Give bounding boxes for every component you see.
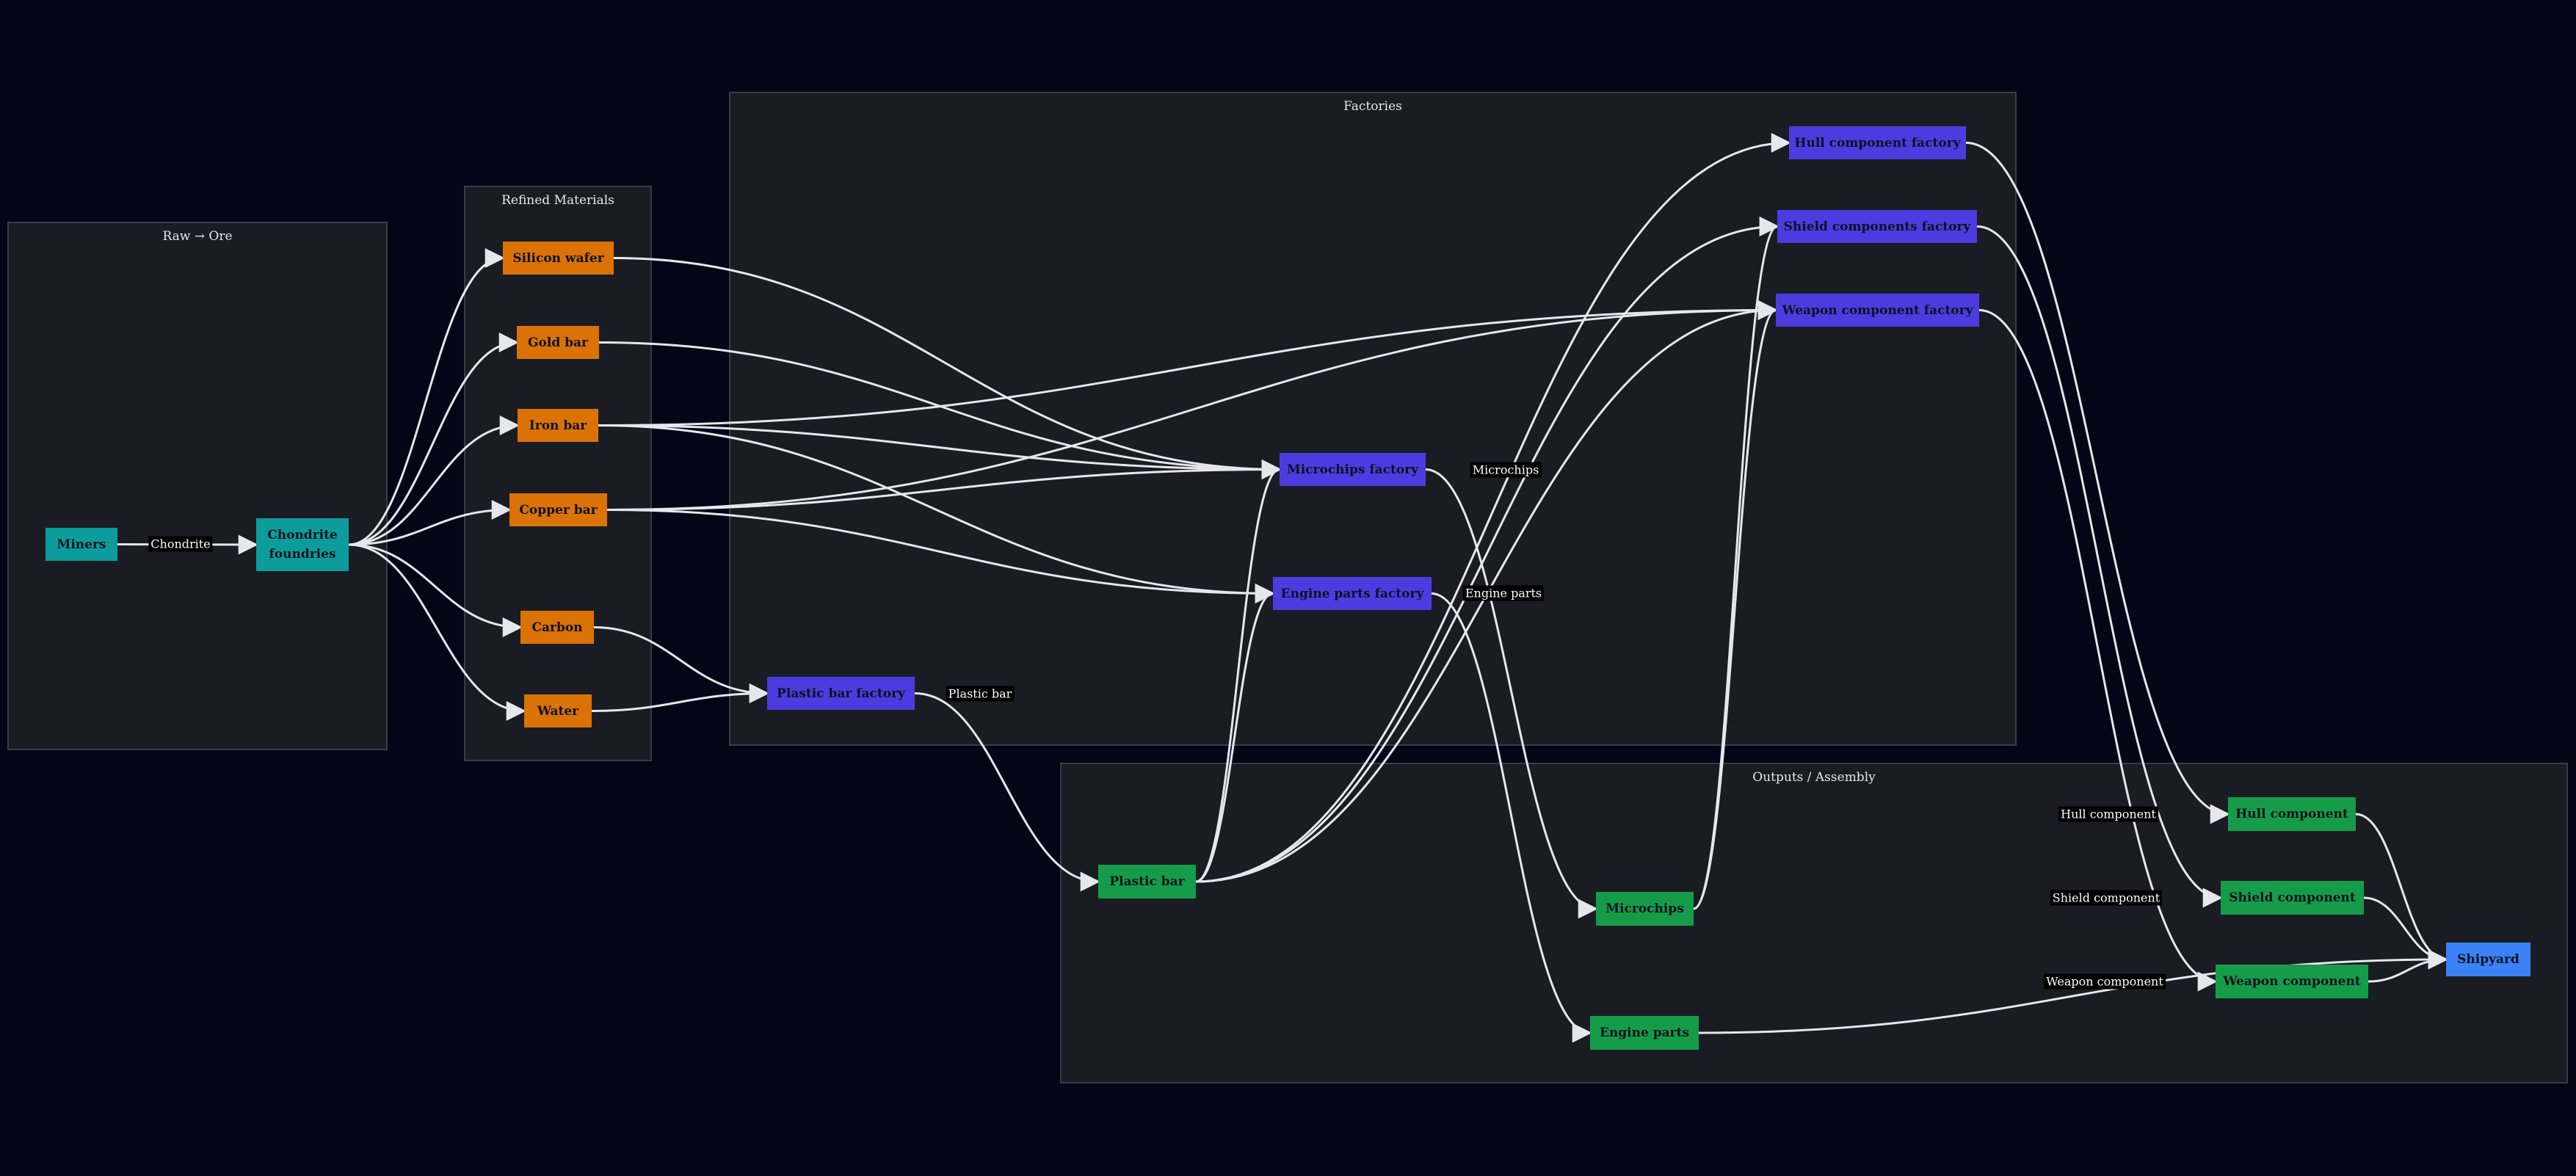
node-gold-bar[interactable]: Gold bar	[517, 326, 599, 359]
edge-label-plastic-bar: Plastic bar	[946, 686, 1015, 702]
edge-shield-component-to-shipyard	[2363, 896, 2448, 970]
edge-hull-component-factory-to-hull-component	[1965, 142, 2230, 824]
node-label: Silicon wafer	[512, 250, 604, 266]
edge-iron-bar-to-engine-parts-factory	[598, 424, 1275, 603]
node-weapon-component[interactable]: Weapon component	[2216, 965, 2368, 998]
node-plastic-bar-factory[interactable]: Plastic bar factory	[767, 677, 915, 710]
node-label: Hull component	[2235, 807, 2348, 821]
edge-label-microchips: Microchips	[1470, 462, 1542, 478]
node-label: Carbon	[531, 620, 583, 635]
edge-copper-bar-to-microchips-factory	[606, 460, 1282, 511]
edge-carbon-to-plastic-bar-factory	[593, 626, 769, 703]
node-label: Shipyard	[2457, 952, 2519, 967]
node-label: Microchips factory	[1286, 462, 1419, 477]
node-label: Iron bar	[529, 418, 587, 433]
node-label-line2: foundries	[269, 547, 336, 562]
node-miners[interactable]: Miners	[46, 528, 117, 561]
node-label: Water	[537, 703, 579, 719]
node-microchips-factory[interactable]: Microchips factory	[1280, 453, 1426, 486]
node-hull-component[interactable]: Hull component	[2228, 797, 2356, 831]
node-water[interactable]: Water	[524, 694, 592, 727]
node-shield-component[interactable]: Shield component	[2221, 881, 2364, 915]
edge-microchips-to-weapon-component-factory	[1693, 300, 1778, 910]
edge-hull-component-to-shipyard	[2355, 813, 2448, 970]
cluster-title: Factories	[1343, 99, 1402, 114]
edge-shield-components-factory-to-shield-component	[1976, 225, 2223, 908]
node-label: Weapon component factory	[1782, 302, 1973, 318]
edge-plastic-bar-to-hull-component-factory	[1195, 133, 1791, 883]
edge-label-weapon-component: Weapon component	[2044, 973, 2166, 990]
edge-copper-bar-to-engine-parts-factory	[606, 509, 1275, 603]
cluster-title: Outputs / Assembly	[1752, 770, 1876, 785]
node-label: Microchips	[1606, 901, 1684, 916]
node-label: Plastic bar	[1109, 874, 1185, 889]
node-label: Shield component	[2229, 890, 2356, 905]
node-label: Engine parts factory	[1280, 586, 1424, 601]
node-weapon-component-factory[interactable]: Weapon component factory	[1776, 294, 1979, 327]
edge-label-chondrite: Chondrite	[148, 536, 213, 552]
node-copper-bar[interactable]: Copper bar	[509, 493, 607, 526]
edge-silicon-wafer-to-microchips-factory	[613, 257, 1282, 479]
edge-plastic-bar-factory-to-plastic-bar	[914, 692, 1100, 892]
edge-plastic-bar-to-microchips-factory	[1195, 460, 1282, 883]
node-carbon[interactable]: Carbon	[520, 611, 594, 644]
node-label: Miners	[57, 537, 106, 552]
node-chondrite-foundries[interactable]: Chondrite foundries	[256, 518, 349, 571]
node-label: Copper bar	[519, 502, 598, 518]
node-engine-parts[interactable]: Engine parts	[1590, 1016, 1699, 1050]
edge-label-engine-parts: Engine parts	[1462, 585, 1545, 601]
node-microchips[interactable]: Microchips	[1596, 892, 1694, 926]
node-shield-components-factory[interactable]: Shield components factory	[1777, 210, 1977, 243]
node-label: Gold bar	[528, 335, 588, 350]
cluster-raw-ore: Raw → Ore	[7, 222, 388, 750]
node-hull-component-factory[interactable]: Hull component factory	[1789, 126, 1966, 159]
edge-foundries-to-copper-bar	[348, 500, 512, 546]
edge-foundries-to-gold-bar	[348, 333, 519, 546]
node-silicon-wafer[interactable]: Silicon wafer	[503, 242, 614, 275]
node-label: Weapon component	[2223, 974, 2361, 989]
cluster-title: Raw → Ore	[162, 229, 233, 244]
edge-weapon-component-to-shipyard	[2368, 949, 2448, 983]
edge-label-shield-component: Shield component	[2050, 890, 2163, 906]
edge-foundries-to-iron-bar	[348, 415, 520, 546]
edge-water-to-plastic-bar-factory	[591, 683, 769, 712]
edge-weapon-component-factory-to-weapon-component	[1978, 309, 2218, 992]
node-label: Shield components factory	[1783, 219, 1971, 234]
node-iron-bar[interactable]: Iron bar	[518, 409, 598, 442]
cluster-factories: Factories	[729, 92, 2017, 746]
edge-foundries-to-silicon-wafer	[348, 248, 505, 546]
cluster-refined-materials: Refined Materials	[464, 186, 652, 761]
cluster-title: Refined Materials	[501, 193, 614, 208]
edge-foundries-to-carbon	[348, 543, 523, 637]
edge-engine-parts-to-shipyard	[1698, 949, 2448, 1034]
edge-copper-bar-to-weapon-component-factory	[606, 300, 1778, 511]
edge-plastic-bar-to-engine-parts-factory	[1195, 584, 1275, 883]
node-label: Engine parts	[1599, 1026, 1690, 1040]
node-plastic-bar[interactable]: Plastic bar	[1098, 865, 1196, 899]
node-label-line1: Chondrite	[267, 528, 338, 542]
edge-plastic-bar-to-shield-components-factory	[1195, 217, 1779, 883]
edge-iron-bar-to-microchips-factory	[598, 424, 1282, 479]
edge-iron-bar-to-weapon-component-factory	[598, 300, 1778, 427]
edge-engine-parts-factory-to-engine-parts	[1431, 592, 1592, 1043]
edge-foundries-to-water	[348, 543, 526, 721]
node-shipyard[interactable]: Shipyard	[2446, 943, 2530, 976]
edge-label-hull-component: Hull component	[2058, 806, 2158, 822]
node-engine-parts-factory[interactable]: Engine parts factory	[1273, 577, 1432, 610]
edge-microchips-factory-to-microchips	[1425, 468, 1598, 919]
node-label: Hull component factory	[1794, 135, 1961, 150]
node-label: Plastic bar factory	[777, 686, 905, 701]
